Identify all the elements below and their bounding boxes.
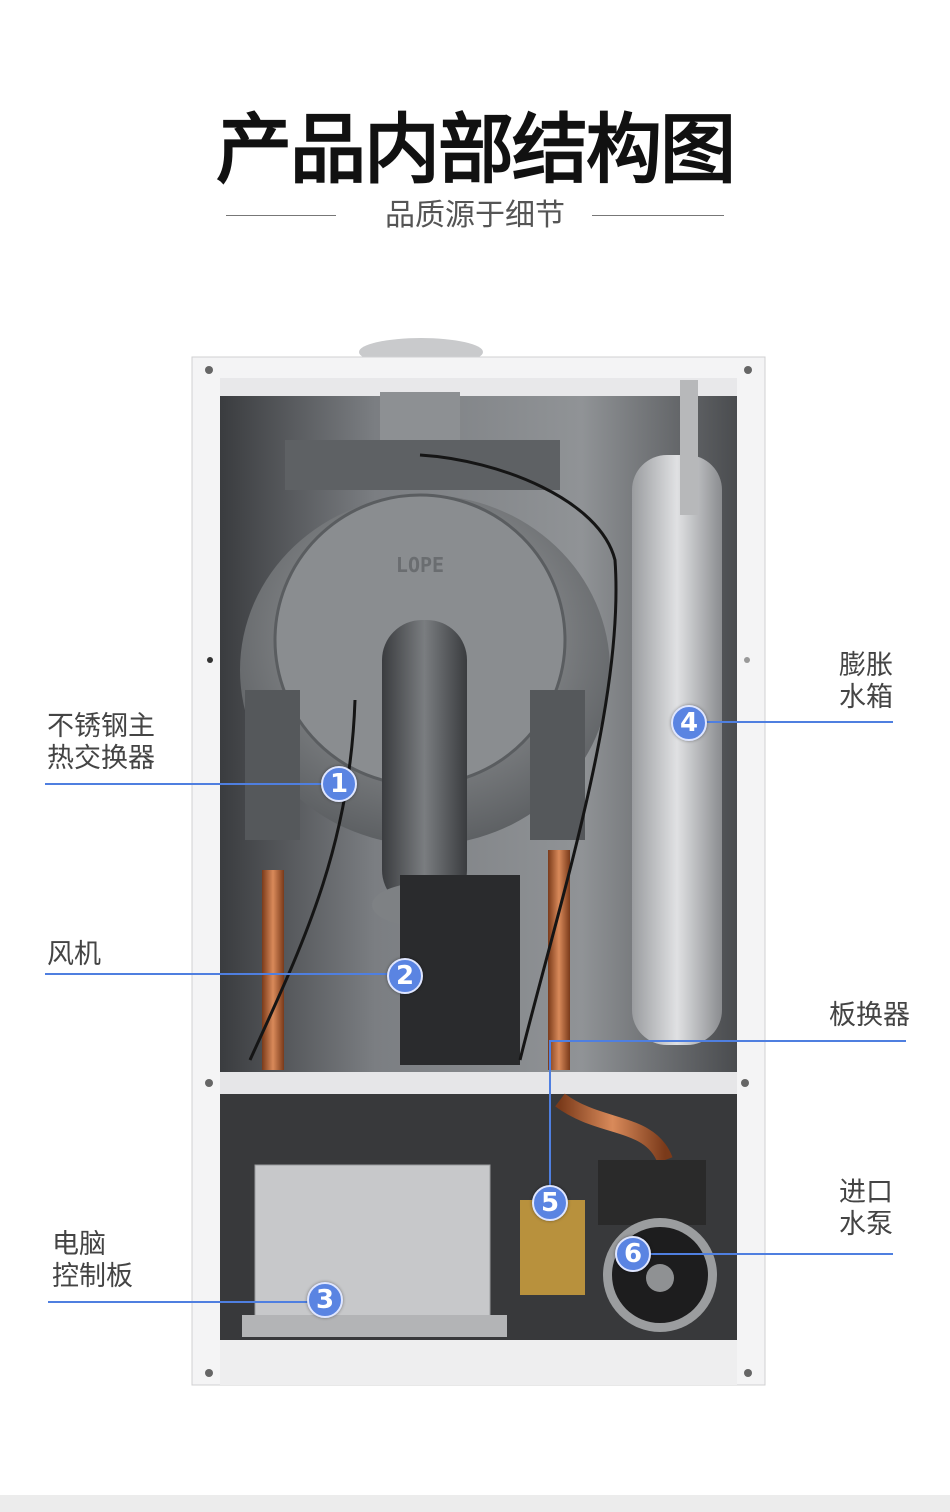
control-box <box>254 1164 491 1321</box>
callout-line-2 <box>45 973 397 975</box>
callout-badge-3[interactable]: 3 <box>307 1282 343 1318</box>
callout-badge-2[interactable]: 2 <box>387 958 423 994</box>
callout-badge-1[interactable]: 1 <box>321 766 357 802</box>
callout-label-expansion-tank: 膨胀 水箱 <box>839 650 893 713</box>
callout-label-water-pump: 进口 水泵 <box>839 1177 893 1240</box>
brand-logo: LOPE <box>396 553 444 577</box>
burner-pipe <box>382 620 467 910</box>
subtitle-rule-right <box>592 215 724 216</box>
callout-line-5-vertical <box>549 1040 551 1190</box>
bottom-strip <box>0 1495 950 1512</box>
callout-line-6 <box>645 1253 893 1255</box>
subtitle-rule-left <box>226 215 336 216</box>
page-title: 产品内部结构图 <box>216 105 736 194</box>
callout-line-5 <box>549 1040 906 1042</box>
copper-pipe-left <box>262 870 284 1070</box>
callout-badge-5[interactable]: 5 <box>532 1185 568 1221</box>
callout-label-fan: 风机 <box>47 939 101 970</box>
callout-label-plate-exchanger: 板换器 <box>829 1000 910 1031</box>
flue-pipe <box>380 392 460 442</box>
callout-badge-6[interactable]: 6 <box>615 1236 651 1272</box>
callout-label-control-board: 电脑 控制板 <box>52 1229 133 1292</box>
page-subtitle: 品质源于细节 <box>385 198 565 233</box>
hood <box>285 440 560 490</box>
expansion-tank <box>632 455 722 1045</box>
callout-line-4 <box>700 721 893 723</box>
divider-rail <box>220 1072 737 1094</box>
callout-line-1 <box>45 783 327 785</box>
callout-badge-4[interactable]: 4 <box>671 705 707 741</box>
copper-pipe-right <box>548 850 570 1070</box>
callout-label-heat-exchanger: 不锈钢主 热交换器 <box>47 711 155 774</box>
callout-line-3 <box>48 1301 316 1303</box>
